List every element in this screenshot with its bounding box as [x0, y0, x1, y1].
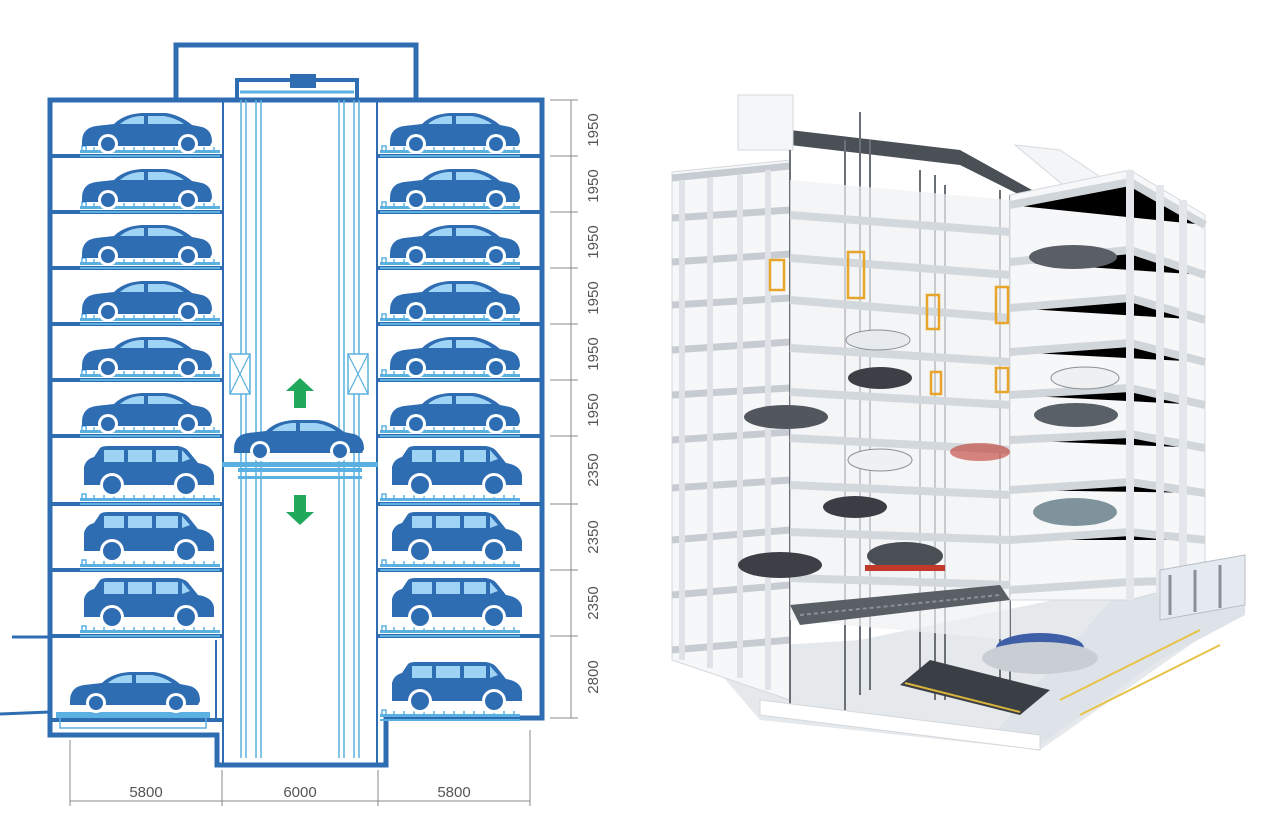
- lift-platform: [222, 420, 378, 479]
- base-edge: [759, 699, 1041, 751]
- hoist-motor: [235, 74, 359, 100]
- level-height-5: 1950: [585, 337, 602, 370]
- center-floors: [789, 180, 1011, 640]
- ramp-markings: [1059, 629, 1221, 716]
- counterweight-left: [229, 353, 251, 395]
- shaft-counterweights: [768, 250, 1010, 396]
- level-height-4: 1950: [585, 281, 602, 314]
- entrance-bay: [0, 635, 217, 729]
- bay-width-center: 6000: [283, 784, 316, 801]
- counterweight-right: [347, 353, 369, 395]
- roof-block: [737, 94, 794, 151]
- bay-width-left: 5800: [129, 784, 162, 801]
- left-wing: [671, 159, 791, 701]
- level-height-2: 1950: [585, 169, 602, 202]
- level-height-8: 2350: [585, 520, 602, 553]
- height-dimension-chain: [550, 99, 578, 719]
- section-drawing: 1950 1950 1950 1950 1950 1950 2350 2350 …: [0, 42, 602, 806]
- level-height-10: 2800: [585, 660, 602, 693]
- roof-gantry: [790, 130, 1050, 210]
- level-height-6: 1950: [585, 393, 602, 426]
- width-dimension-chain: [69, 730, 531, 806]
- machine-room: [173, 42, 419, 100]
- level-height-9: 2350: [585, 586, 602, 619]
- bay-width-right: 5800: [437, 784, 470, 801]
- guide-rails: [240, 100, 360, 758]
- level-height-7: 2350: [585, 453, 602, 486]
- down-arrow-icon: [286, 495, 314, 525]
- shuttle-platform: [790, 585, 1010, 625]
- entry-bays: [900, 554, 1246, 715]
- up-arrow-icon: [286, 378, 314, 408]
- building-outline: [47, 97, 545, 768]
- cutaway-render: [671, 94, 1246, 751]
- level-height-3: 1950: [585, 225, 602, 258]
- level-height-1: 1950: [585, 113, 602, 146]
- entry-ramp: [990, 590, 1245, 745]
